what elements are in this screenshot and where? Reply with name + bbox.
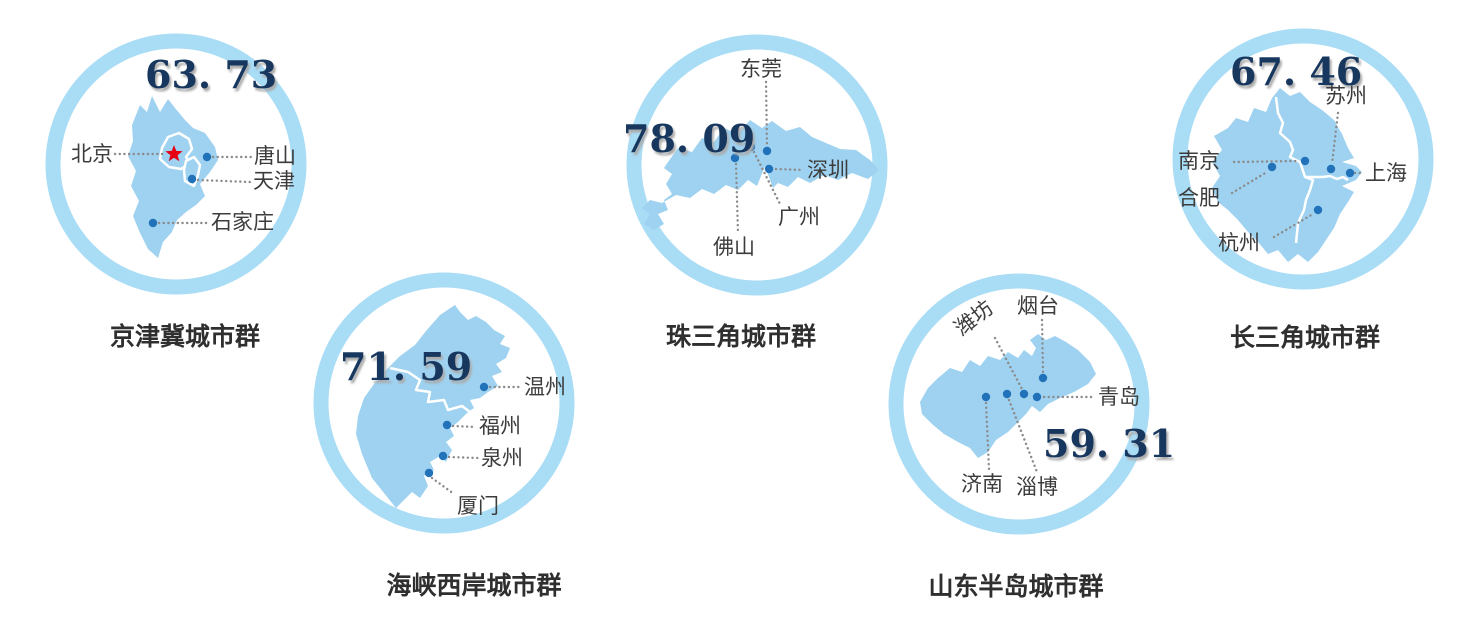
city-dot-qingdao [1032, 392, 1042, 402]
leader-line-suzhou [1330, 111, 1340, 166]
city-label-suzhou: 苏州 [1325, 85, 1367, 108]
city-dot-jinan [981, 392, 991, 402]
score-haixia: 71. 59 [340, 344, 473, 389]
province-border-west [1274, 96, 1315, 244]
city-dot-hefei [1267, 162, 1277, 172]
score-shandong: 59. 31 [1043, 421, 1176, 466]
changsanjiao-map-graphic [1172, 28, 1434, 290]
leader-line-tianjin [196, 178, 252, 184]
leader-line-hangzhou [1272, 212, 1315, 239]
city-label-wenzhou: 温州 [524, 376, 566, 399]
city-label-hangzhou: 杭州 [1218, 232, 1260, 255]
leader-line-xiamen [430, 476, 456, 496]
city-label-fuzhou: 福州 [479, 415, 521, 438]
city-dot-shanghai [1345, 168, 1355, 178]
city-label-jinan: 济南 [961, 473, 1003, 496]
cluster-ring [888, 273, 1150, 535]
city-dot-fuzhou [442, 420, 452, 430]
city-label-dongguan: 东莞 [740, 58, 782, 81]
hebei-region-shape [128, 96, 218, 258]
leader-line-dongguan [764, 80, 769, 148]
city-label-xiamen: 厦门 [457, 495, 499, 518]
city-label-shenzhen: 深圳 [807, 159, 849, 182]
city-dot-xiamen [424, 468, 434, 478]
cluster-ring [626, 34, 888, 296]
yangtze-delta-region-shape [1212, 88, 1362, 262]
leader-line-fuzhou [451, 424, 478, 429]
leader-line-weifang [993, 336, 1024, 391]
city-label-tianjin: 天津 [253, 170, 295, 193]
city-label-qingdao: 青岛 [1098, 386, 1140, 409]
score-changsanjiao: 67. 46 [1230, 49, 1363, 94]
jingjinji-map-graphic [45, 33, 307, 295]
cluster-jingjinji: 63. 73 北京 唐山 天津 石家庄 京津冀城市群 [30, 18, 342, 358]
city-label-quanzhou: 泉州 [481, 447, 523, 470]
city-label-tangshan: 唐山 [254, 145, 296, 168]
city-dot-foshan [730, 153, 740, 163]
fujian-zhejiang-region-shape [356, 305, 510, 508]
cluster-title-shandong: 山东半岛城市群 [928, 573, 1104, 601]
province-border [389, 366, 483, 414]
cluster-title-zhusanjiao: 珠三角城市群 [665, 323, 816, 351]
city-label-guangzhou: 广州 [778, 206, 820, 229]
haixia-map-graphic [313, 272, 575, 534]
cluster-ring [313, 272, 575, 534]
province-border-east [1305, 174, 1349, 182]
city-label-yantai: 烟台 [1017, 295, 1059, 318]
city-dot-hangzhou [1313, 205, 1323, 215]
leader-line-quanzhou [447, 455, 480, 460]
city-dot-quanzhou [438, 451, 448, 461]
cluster-title-haixia: 海峡西岸城市群 [386, 572, 562, 600]
cluster-changsanjiao: 67. 46 苏州 南京 合肥 上海 杭州 长三角城市群 [1158, 25, 1458, 352]
city-dot-shenzhen [764, 164, 774, 174]
score-zhusanjiao: 78. 09 [623, 116, 756, 161]
zhusanjiao-map-graphic [626, 34, 888, 296]
city-label-shanghai: 上海 [1365, 162, 1407, 185]
shandong-map-graphic [888, 273, 1150, 535]
leader-line-zibo [1007, 398, 1039, 474]
leader-line-jinan [984, 401, 991, 471]
leader-line-hefei [1230, 170, 1269, 195]
leader-line-guangzhou [752, 150, 782, 206]
city-dot-suzhou [1326, 164, 1336, 174]
city-dot-dongguan [762, 146, 772, 156]
cluster-title-changsanjiao: 长三角城市群 [1229, 324, 1380, 352]
city-dot-tianjin [187, 174, 197, 184]
leader-line-shenzhen [774, 167, 806, 172]
cluster-title-jingjinji: 京津冀城市群 [109, 323, 260, 351]
city-dot-nanjing [1300, 156, 1310, 166]
city-dot-yantai [1038, 373, 1048, 383]
cluster-haixia-xian: 71. 59 温州 福州 泉州 厦门 海峡西岸城市群 [312, 272, 640, 602]
cluster-ring [1172, 28, 1434, 290]
city-dot-weifang [1019, 389, 1029, 399]
cluster-shandong: 59. 31 潍坊 烟台 青岛 济南 淄博 山东半岛城市群 [885, 262, 1215, 601]
score-jingjinji: 63. 73 [145, 52, 278, 97]
city-dot-tangshan [202, 152, 212, 162]
leader-line-yantai [1040, 318, 1045, 374]
city-dot-zibo [1002, 389, 1012, 399]
city-dot-shijiazhuang [148, 218, 158, 228]
pearl-delta-region-shape [642, 120, 879, 230]
cluster-zhusanjiao: 78. 09 东莞 深圳 广州 佛山 珠三角城市群 [605, 28, 917, 351]
city-label-shijiazhuang: 石家庄 [211, 211, 274, 234]
city-dot-guangzhou [746, 142, 756, 152]
city-label-zibo: 淄博 [1016, 476, 1058, 499]
leader-line-nanjing [1232, 159, 1301, 164]
beijing-star-icon [165, 145, 183, 162]
city-label-beijing: 北京 [71, 143, 113, 166]
city-label-hefei: 合肥 [1178, 187, 1220, 210]
city-label-foshan: 佛山 [713, 236, 755, 259]
city-label-nanjing: 南京 [1178, 150, 1220, 173]
cluster-ring [45, 33, 307, 295]
city-dot-wenzhou [479, 382, 489, 392]
